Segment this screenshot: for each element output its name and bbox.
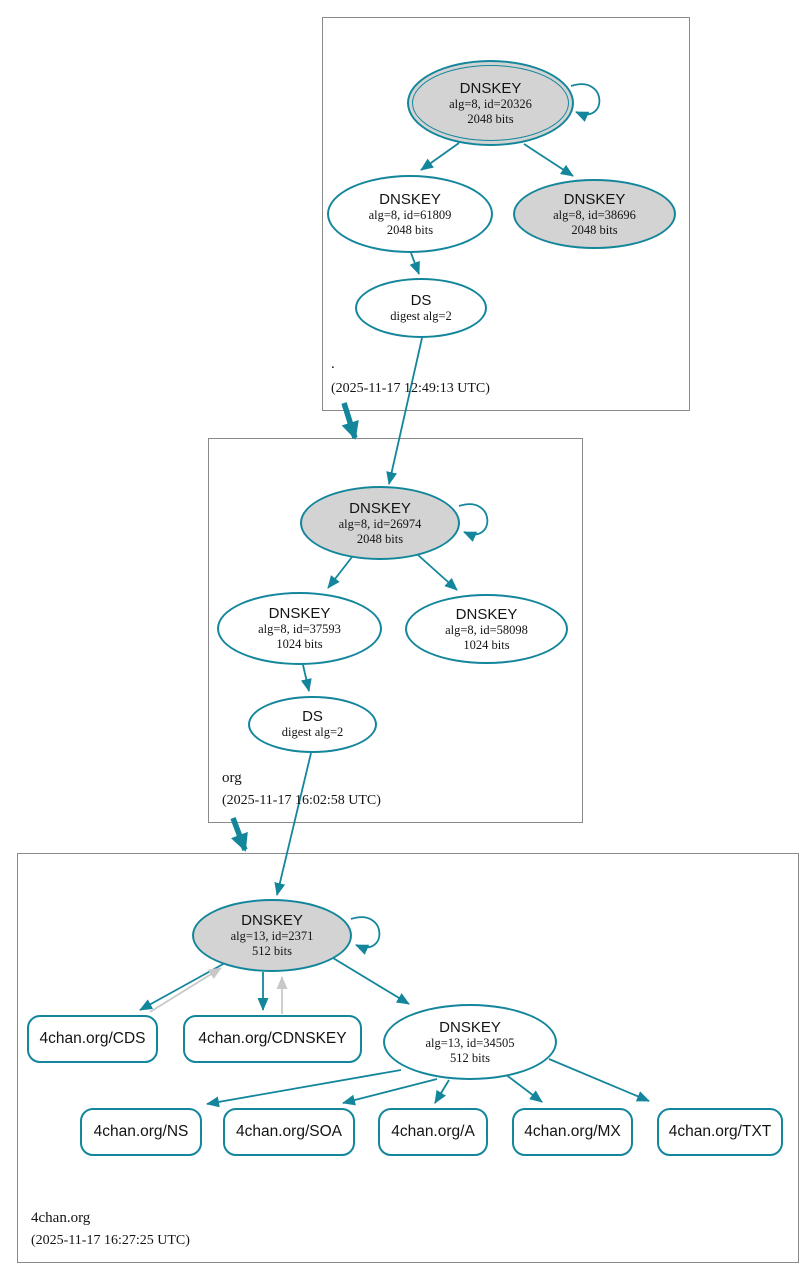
node-title: DNSKEY bbox=[455, 605, 518, 623]
node-dnskey-58098[interactable]: DNSKEY alg=8, id=58098 1024 bits bbox=[405, 594, 568, 664]
node-dnskey-26974[interactable]: DNSKEY alg=8, id=26974 2048 bits bbox=[300, 486, 460, 560]
rrset-4chan-org-soa[interactable]: 4chan.org/SOA bbox=[223, 1108, 355, 1156]
node-detail: 2048 bits bbox=[467, 111, 514, 126]
rrset-4chan-org-txt[interactable]: 4chan.org/TXT bbox=[657, 1108, 783, 1156]
zone-box-4chan-org bbox=[17, 853, 799, 1263]
node-detail: 2048 bits bbox=[356, 531, 404, 546]
node-dnskey-2371[interactable]: DNSKEY alg=13, id=2371 512 bits bbox=[192, 899, 352, 972]
node-detail: 512 bits bbox=[450, 1050, 490, 1065]
zone-timestamp-4chan-org: (2025-11-17 16:27:25 UTC) bbox=[31, 1233, 190, 1248]
node-dnskey-61809[interactable]: DNSKEY alg=8, id=61809 2048 bits bbox=[327, 175, 493, 253]
zone-label-root: . bbox=[331, 356, 335, 372]
node-title: DS bbox=[410, 291, 432, 309]
rrset-4chan-org-ns[interactable]: 4chan.org/NS bbox=[80, 1108, 202, 1156]
node-title: DNSKEY bbox=[379, 190, 441, 208]
node-title: DNSKEY bbox=[241, 912, 303, 929]
rrset-4chan-org-cdnskey[interactable]: 4chan.org/CDNSKEY bbox=[183, 1015, 362, 1063]
node-title: DNSKEY bbox=[459, 79, 522, 97]
zone-box-org bbox=[208, 438, 583, 823]
node-ds-org[interactable]: DS digest alg=2 bbox=[248, 696, 377, 753]
node-detail: digest alg=2 bbox=[281, 725, 344, 739]
node-detail: 512 bits bbox=[252, 944, 292, 958]
rrset-4chan-org-mx[interactable]: 4chan.org/MX bbox=[512, 1108, 633, 1156]
node-detail: digest alg=2 bbox=[390, 308, 452, 323]
node-title: DS bbox=[302, 708, 323, 725]
zone-box-root bbox=[322, 17, 690, 411]
node-title: DNSKEY bbox=[439, 1018, 501, 1036]
node-detail: alg=13, id=2371 bbox=[230, 929, 314, 943]
node-dnskey-34505[interactable]: DNSKEY alg=13, id=34505 512 bits bbox=[383, 1004, 557, 1080]
zone-label-org: org bbox=[222, 770, 242, 786]
node-detail: alg=13, id=34505 bbox=[425, 1035, 515, 1050]
zone-timestamp-org: (2025-11-17 16:02:58 UTC) bbox=[222, 793, 381, 808]
node-dnskey-38696[interactable]: DNSKEY alg=8, id=38696 2048 bits bbox=[513, 179, 676, 249]
rrset-4chan-org-a[interactable]: 4chan.org/A bbox=[378, 1108, 488, 1156]
node-detail: alg=8, id=20326 bbox=[449, 96, 532, 111]
node-title: DNSKEY bbox=[563, 190, 626, 208]
node-detail: 1024 bits bbox=[276, 637, 323, 651]
zone-label-4chan-org: 4chan.org bbox=[31, 1210, 91, 1226]
node-detail: 2048 bits bbox=[386, 222, 434, 237]
node-dnskey-37593[interactable]: DNSKEY alg=8, id=37593 1024 bits bbox=[217, 592, 382, 665]
node-ds-root[interactable]: DS digest alg=2 bbox=[355, 278, 487, 338]
node-detail: alg=8, id=37593 bbox=[258, 622, 341, 636]
zone-timestamp-root: (2025-11-17 12:49:13 UTC) bbox=[331, 381, 490, 396]
node-title: DNSKEY bbox=[268, 605, 331, 622]
node-detail: alg=8, id=61809 bbox=[368, 207, 452, 222]
node-detail: alg=8, id=38696 bbox=[553, 207, 636, 222]
rrset-4chan-org-cds[interactable]: 4chan.org/CDS bbox=[27, 1015, 158, 1063]
node-detail: alg=8, id=26974 bbox=[338, 516, 422, 531]
node-detail: 2048 bits bbox=[571, 222, 618, 237]
node-dnskey-20326[interactable]: DNSKEY alg=8, id=20326 2048 bits bbox=[407, 60, 574, 146]
node-detail: 1024 bits bbox=[463, 637, 510, 652]
node-title: DNSKEY bbox=[349, 499, 411, 517]
node-detail: alg=8, id=58098 bbox=[445, 622, 528, 637]
